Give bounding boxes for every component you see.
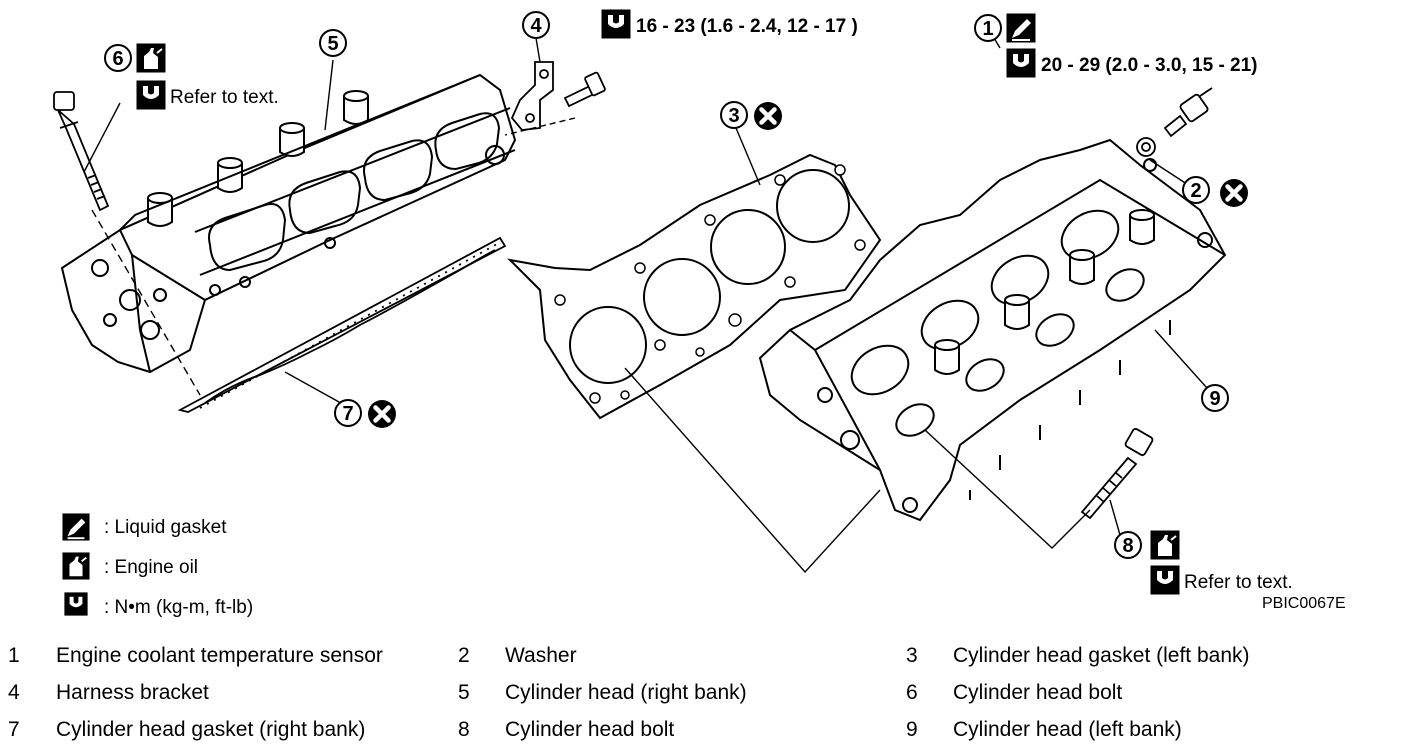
do-not-reuse-icon	[754, 102, 782, 130]
engine-oil-icon	[62, 552, 90, 580]
liquid-gasket-icon	[1006, 13, 1036, 43]
torque-wrench-icon	[601, 9, 631, 39]
part-name: Engine coolant temperature sensor	[56, 644, 383, 667]
cylinder-head-left-bank	[758, 138, 1227, 522]
svg-text:2: 2	[1190, 180, 1201, 202]
part-name: Cylinder head bolt	[505, 718, 675, 741]
torque-wrench-icon	[64, 592, 88, 616]
do-not-reuse-icon	[368, 400, 396, 428]
part-name: Cylinder head bolt	[953, 681, 1123, 704]
cylinder-head-bolt-8	[1080, 428, 1154, 520]
parts-row: 4 Harness bracket 5 Cylinder head (right…	[0, 675, 1408, 711]
legend: : Liquid gasket : Engine oil : N•m (kg-m…	[62, 513, 253, 618]
svg-text:6: 6	[112, 48, 123, 70]
cylinder-head-gasket-left-bank	[507, 153, 882, 420]
harness-bracket	[510, 61, 554, 131]
callout-2: 2	[1182, 176, 1210, 204]
svg-text:8: 8	[1122, 535, 1133, 557]
callout-4: 4	[522, 11, 550, 39]
part-name: Washer	[505, 644, 577, 667]
liquid-gasket-icon	[62, 513, 90, 541]
callout-3: 3	[720, 101, 748, 129]
torque-wrench-icon	[1006, 48, 1036, 78]
svg-text:5: 5	[327, 33, 338, 55]
exploded-diagram: 1 2 3 4 5 6 7 8 9 16 - 23 (1.6 - 2.4	[53, 9, 1346, 618]
torque-wrench-icon	[1150, 565, 1180, 595]
svg-text:4: 4	[530, 15, 542, 37]
parts-row: 1 Engine coolant temperature sensor 2 Wa…	[0, 638, 1408, 674]
figure-code: PBIC0067E	[1262, 595, 1346, 612]
part-name: Cylinder head (right bank)	[505, 681, 747, 704]
part-number: 7	[8, 718, 20, 741]
svg-text:3: 3	[728, 105, 739, 127]
cylinder-head-bolt-6	[53, 91, 110, 212]
refer-to-text-note: Refer to text.	[170, 87, 279, 108]
callout-9: 9	[1201, 384, 1229, 412]
callout-8: 8	[1114, 531, 1142, 559]
svg-text:9: 9	[1209, 388, 1220, 410]
part-name: Harness bracket	[56, 681, 209, 704]
leader-lines	[83, 27, 1208, 574]
do-not-reuse-icon	[1220, 179, 1248, 207]
part-name: Cylinder head gasket (left bank)	[953, 644, 1250, 667]
engine-oil-icon	[136, 43, 166, 73]
part-number: 6	[906, 681, 918, 704]
cylinder-head-gasket-right-bank	[177, 236, 507, 413]
refer-to-text-note: Refer to text.	[1184, 572, 1293, 593]
callout-7: 7	[334, 399, 362, 427]
part-number: 9	[906, 718, 918, 741]
part-number: 3	[906, 644, 918, 667]
svg-text:1: 1	[982, 18, 993, 40]
legend-liquid-gasket: : Liquid gasket	[104, 517, 227, 538]
parts-row: 7 Cylinder head gasket (right bank) 8 Cy…	[0, 712, 1408, 748]
part-number: 5	[458, 681, 470, 704]
torque-wrench-icon	[136, 80, 166, 110]
part-name: Cylinder head (left bank)	[953, 718, 1182, 741]
part-name: Cylinder head gasket (right bank)	[56, 718, 366, 741]
legend-engine-oil: : Engine oil	[104, 557, 198, 578]
coolant-temperature-sensor	[1163, 87, 1213, 138]
part-number: 4	[8, 681, 20, 704]
torque-spec-bracket-bolt: 16 - 23 (1.6 - 2.4, 12 - 17 )	[636, 16, 858, 37]
engine-oil-icon	[1150, 530, 1180, 560]
callout-6: 6	[104, 44, 132, 72]
svg-text:7: 7	[342, 403, 353, 425]
cylinder-head-right-bank	[60, 73, 517, 374]
callout-1: 1	[974, 14, 1002, 42]
part-number: 1	[8, 644, 20, 667]
legend-torque-unit: : N•m (kg-m, ft-lb)	[104, 597, 253, 618]
washer	[1136, 137, 1156, 157]
part-number: 8	[458, 718, 470, 741]
bracket-bolt	[563, 71, 606, 108]
callout-5: 5	[319, 29, 347, 57]
parts-list: 1 Engine coolant temperature sensor 2 Wa…	[0, 638, 1408, 750]
part-number: 2	[458, 644, 470, 667]
torque-spec-sensor: 20 - 29 (2.0 - 3.0, 15 - 21)	[1041, 55, 1258, 76]
